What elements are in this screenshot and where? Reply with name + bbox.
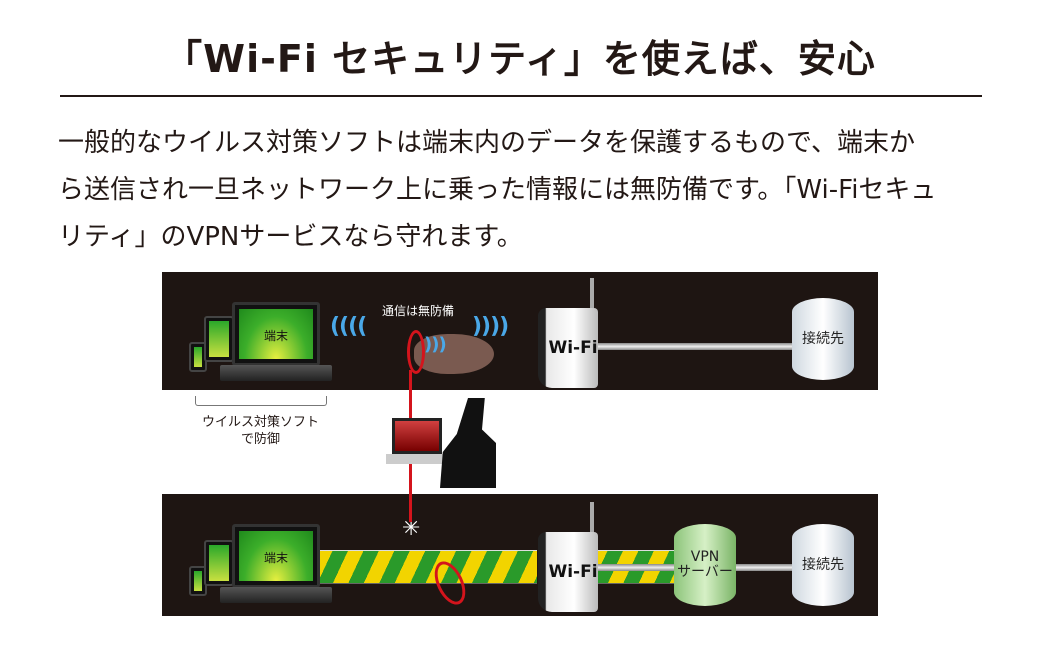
hacker-laptop-base xyxy=(386,454,446,464)
network-cable xyxy=(736,564,796,571)
title-divider xyxy=(60,95,982,97)
device-label: 端末 xyxy=(239,309,313,359)
wifi-waves-icon: (((( xyxy=(330,314,367,339)
network-cable xyxy=(592,564,682,571)
vpn-tunnel xyxy=(317,550,537,584)
vpn-server-label: VPN xyxy=(690,549,720,565)
description-line: ら送信され一旦ネットワーク上に乗った情報には無防備です。「Wi-Fiセキュ xyxy=(58,175,937,205)
description: 一般的なウイルス対策ソフトは端末内のデータを保護するもので、端末か ら送信され一… xyxy=(58,120,998,261)
description-line: 一般的なウイルス対策ソフトは端末内のデータを保護するもので、端末か xyxy=(58,128,915,158)
antivirus-note-line: で防御 xyxy=(240,432,280,447)
intercepted-waves-icon: ))) xyxy=(424,334,447,355)
laptop-icon: 端末 xyxy=(232,302,320,366)
destination-server: 接続先 xyxy=(792,298,854,380)
antenna-icon xyxy=(590,502,594,538)
wifi-router: Wi-Fi xyxy=(538,532,598,612)
hacker-laptop-icon xyxy=(392,418,442,454)
laptop-icon: 端末 xyxy=(232,524,320,588)
unprotected-diagram-panel: 端末 (((( 通信は無防備 ))) )))) Wi-Fi 接続先 xyxy=(162,272,878,390)
antivirus-note-line: ウイルス対策ソフト xyxy=(201,415,319,430)
laptop-keyboard xyxy=(220,587,332,603)
laptop-keyboard xyxy=(220,365,332,381)
description-line: リティ」のVPNサービスなら守れます。 xyxy=(58,222,523,252)
bracket xyxy=(195,396,327,406)
antenna-icon xyxy=(590,278,594,314)
tablet-icon xyxy=(204,540,234,586)
device-label: 端末 xyxy=(239,531,313,581)
net-icon xyxy=(407,330,425,374)
hacker-silhouette-icon xyxy=(440,398,496,488)
destination-server: 接続先 xyxy=(792,524,854,606)
tablet-icon xyxy=(204,316,234,362)
vpn-server-label: サーバー xyxy=(677,564,733,580)
vpn-protected-diagram-panel: 端末 ✳ Wi-Fi VPN サーバー 接続先 xyxy=(162,494,878,616)
vpn-server: VPN サーバー xyxy=(674,524,736,606)
intercept-cone xyxy=(414,334,494,374)
unprotected-label: 通信は無防備 xyxy=(382,304,455,318)
page-title: 「Wi-Fi セキュリティ」を使えば、安心 xyxy=(164,37,876,81)
wifi-router: Wi-Fi xyxy=(538,308,598,388)
eavesdrop-line xyxy=(409,494,412,522)
antivirus-note: ウイルス対策ソフト で防御 xyxy=(178,414,343,448)
blocked-spark-icon: ✳ xyxy=(402,516,421,541)
wifi-waves-icon: )))) xyxy=(472,314,509,339)
network-cable xyxy=(598,343,798,350)
